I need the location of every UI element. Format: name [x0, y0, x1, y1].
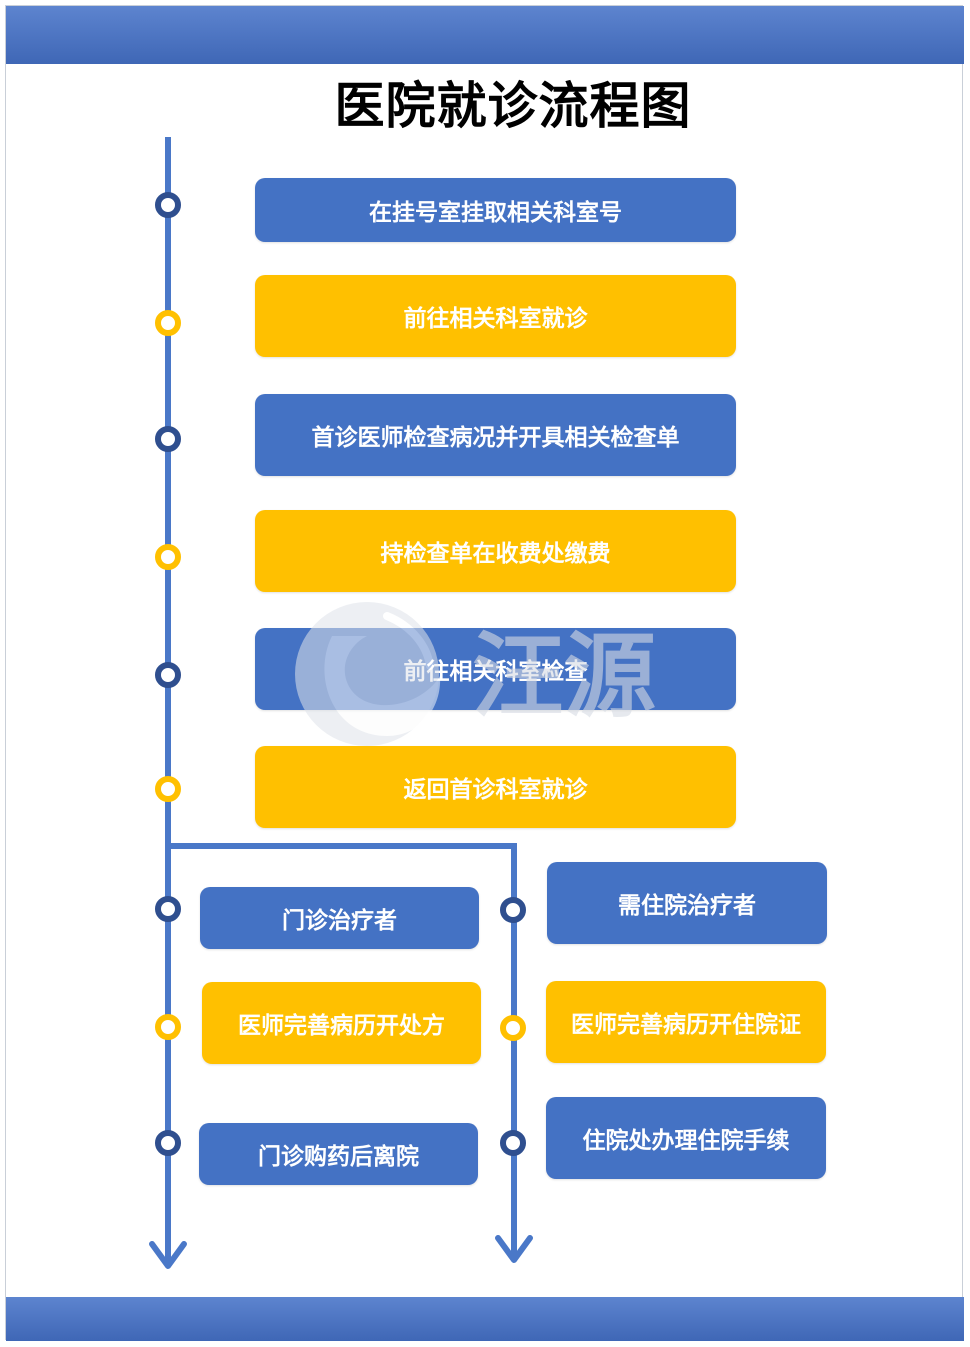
outpatient-leave: 门诊购药后离院: [199, 1123, 478, 1185]
node-step-1: [155, 192, 181, 218]
footer-band: [6, 1297, 964, 1341]
node-outpatient-2: [155, 1014, 181, 1040]
node-step-2: [155, 310, 181, 336]
node-step-4: [155, 544, 181, 570]
node-inpatient-2: [500, 1015, 526, 1041]
step-doctor-examination: 首诊医师检查病况并开具相关检查单: [255, 394, 736, 476]
branch-arrow-head: [495, 1235, 533, 1263]
inpatient-needed: 需住院治疗者: [547, 862, 827, 944]
main-arrow-head: [149, 1241, 187, 1269]
step-pay-fee: 持检查单在收费处缴费: [255, 510, 736, 592]
inpatient-certificate: 医师完善病历开住院证: [546, 981, 826, 1063]
node-inpatient-3: [500, 1130, 526, 1156]
inpatient-admission: 住院处办理住院手续: [546, 1097, 826, 1179]
step-visit-department: 前往相关科室就诊: [255, 275, 736, 357]
step-go-examination: 前往相关科室检查: [255, 628, 736, 710]
node-step-5: [155, 662, 181, 688]
node-step-6: [155, 776, 181, 802]
node-outpatient-3: [155, 1130, 181, 1156]
outpatient-prescription: 医师完善病历开处方: [202, 982, 481, 1064]
step-return-doctor: 返回首诊科室就诊: [255, 746, 736, 828]
node-inpatient-1: [500, 897, 526, 923]
node-step-3: [155, 426, 181, 452]
header-band: [6, 6, 964, 64]
node-outpatient-1: [155, 896, 181, 922]
outpatient-treatment: 门诊治疗者: [200, 887, 479, 949]
step-register: 在挂号室挂取相关科室号: [255, 178, 736, 242]
branch-line: [168, 843, 517, 1258]
page-title: 医院就诊流程图: [334, 77, 692, 135]
